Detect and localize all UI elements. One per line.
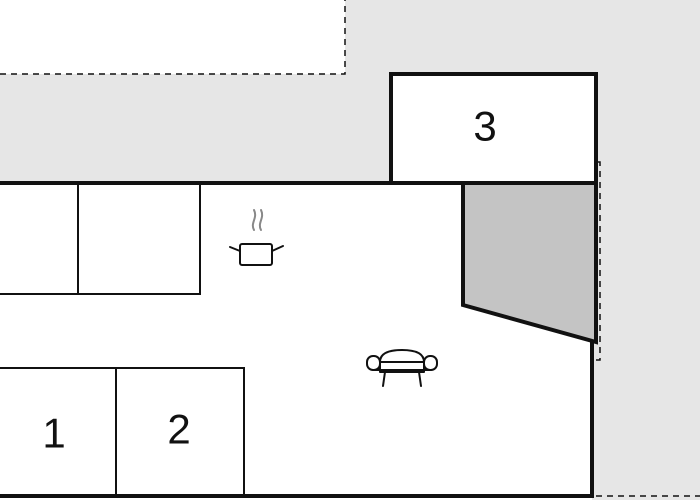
main-room <box>0 183 592 500</box>
cabinet-right <box>77 182 201 295</box>
upper-left-area <box>0 0 345 74</box>
main-wall-right <box>461 181 598 345</box>
right-boundary <box>594 161 601 361</box>
shaded-room <box>463 183 596 342</box>
room-3 <box>391 74 596 183</box>
room-2 <box>115 367 245 497</box>
room-3-label: 3 <box>473 103 496 150</box>
room-2-label: 2 <box>167 406 190 453</box>
upper-left-boundary <box>0 0 346 75</box>
cooking-pot-icon <box>229 209 284 266</box>
room-1-label: 1 <box>42 410 65 457</box>
sofa-icon <box>366 349 438 387</box>
